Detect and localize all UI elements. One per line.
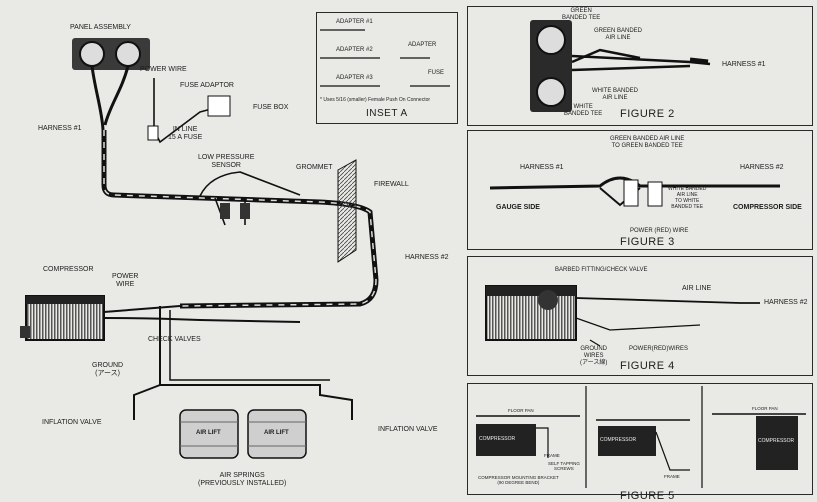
fig5-self-tapping: SELF TAPPING SCREWS [548,461,580,471]
fig3-white-air-line: WHITE BANDED AIR LINE TO WHITE BANDED TE… [668,186,707,210]
inset-a-adapter1: ADAPTER #1 [336,19,373,25]
figure3-panel [467,130,813,250]
inflation-valve-left-label: INFLATION VALVE [42,419,102,426]
fig4-ground-wires: GROUND WIRES (アース線) [580,346,608,366]
fig2-white-tee: WHITE BANDED TEE [564,104,603,117]
fig5-compressor-3: COMPRESSOR [758,438,795,444]
inset-a-note: * Uses 5/16 (smaller) Female Push On Con… [320,97,431,103]
fig2-caption: FIGURE 2 [620,108,675,120]
air-springs-label: AIR SPRINGS (PREVIOUSLY INSTALLED) [198,472,287,487]
low-pressure-sensor-label: LOW PRESSURE SENSOR [198,154,255,169]
fig5-compressor-2: COMPRESSOR [600,437,637,443]
fig5-compressor-1: COMPRESSOR [479,436,516,442]
harness2-label: HARNESS #2 [405,254,449,261]
panel-assembly-label: PANEL ASSEMBLY [70,24,131,31]
fig5-floor-pan-1: FLOOR PAN [508,408,534,413]
fig3-caption: FIGURE 3 [620,236,675,248]
airlift-logo: AIR LIFT [196,430,221,436]
fig5-floor-pan-3: FLOOR PAN [752,406,778,411]
fig2-green-tee: GREEN BANDED TEE [562,8,601,21]
inset-a-panel [316,12,458,124]
inset-a-fuse: FUSE [428,70,445,76]
air-springs-graphic [179,409,307,459]
power-wire-label: POWER WIRE [112,273,139,288]
fig5-caption: FIGURE 5 [620,490,675,502]
airlift-logo-2: AIR LIFT [264,430,289,436]
fig4-barbed-fitting: BARBED FITTING/CHECK VALVE [555,267,648,273]
inflation-valve-right-label: INFLATION VALVE [378,426,438,433]
fig5-bracket: COMPRESSOR MOUNTING BRACKET (90 DEGREE B… [478,475,559,485]
inset-a-adapter3: ADAPTER #3 [336,75,373,81]
panel-assembly-graphic [72,38,150,131]
fig3-green-air-line: GREEN BANDED AIR LINE TO GREEN BANDED TE… [610,136,685,149]
figure4-panel [467,256,813,376]
fig4-caption: FIGURE 4 [620,360,675,372]
fig2-white-air-line: WHITE BANDED AIR LINE [592,88,639,101]
fig4-air-line: AIR LINE [682,285,712,292]
figure5-panel [467,383,813,495]
fig3-compressor-side: COMPRESSOR SIDE [733,204,802,211]
compressor-label: COMPRESSOR [43,266,94,273]
harness1-label: HARNESS #1 [38,125,82,132]
fig5-frame-1: FRAME [544,453,560,458]
fig3-power-wire: POWER (RED) WIRE [630,228,689,234]
fig2-green-air-line: GREEN BANDED AIR LINE [594,28,643,41]
fig3-harness2: HARNESS #2 [740,164,784,171]
fuse-box-label: FUSE BOX [253,104,289,111]
inset-a-adapter: ADAPTER [408,42,437,48]
fig4-power-wires: POWER(Red)WIRES [629,346,688,352]
fuse-adaptor-label: FUSE ADAPTOR [180,82,234,89]
fig3-harness1: HARNESS #1 [520,164,564,171]
fig3-gauge-side: GAUGE SIDE [496,204,540,211]
inset-a-adapter2: ADAPTER #2 [336,47,373,53]
inset-a-title: INSET A [366,108,408,119]
fig2-harness1: HARNESS #1 [722,61,766,68]
firewall-label: FIREWALL [374,181,409,188]
power-wire-top-label: POWER WIRE [140,66,187,73]
figure2-panel [467,6,813,126]
check-valves-label: CHECK VALVES [148,336,201,343]
compressor-graphic [20,295,105,341]
inline-fuse-label: IN LINE 15 A FUSE [168,126,203,141]
fig5-frame-2: FRAME [664,474,680,479]
fig4-harness2: HARNESS #2 [764,299,808,306]
ground-label: GROUND (アース) [92,362,124,377]
grommet-label: GROMMET [296,164,333,171]
